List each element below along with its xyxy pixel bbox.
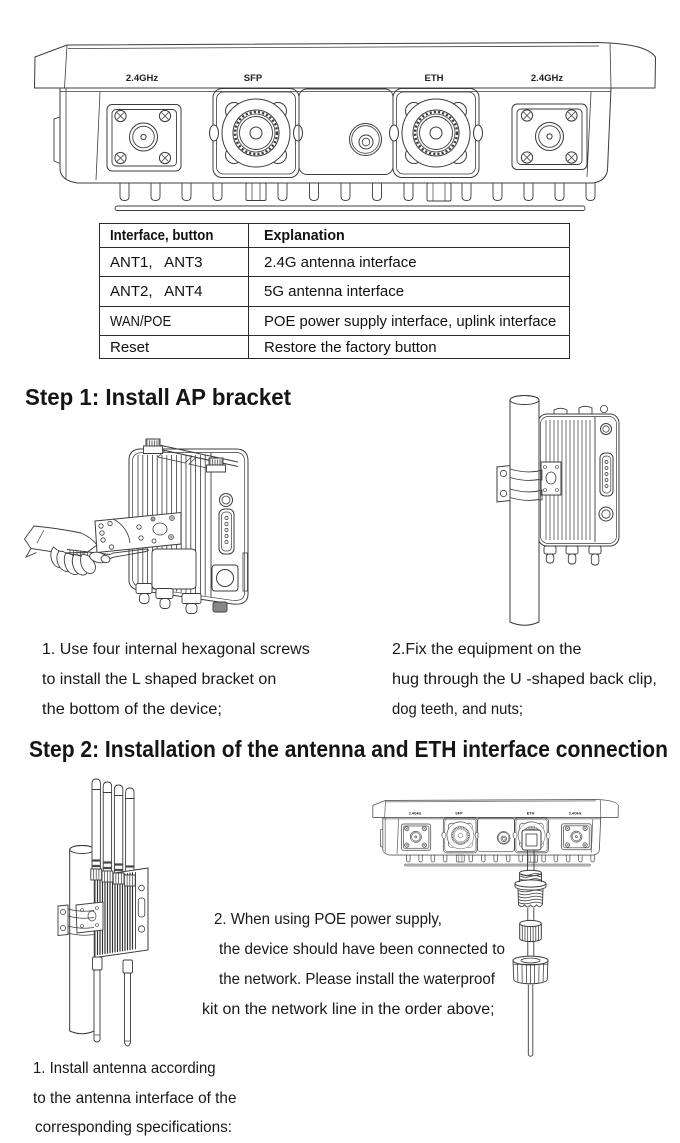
- svg-text:ETH: ETH: [425, 73, 444, 84]
- svg-text:2.4GHz: 2.4GHz: [531, 73, 563, 84]
- svg-text:SFP: SFP: [455, 812, 463, 816]
- svg-text:ETH: ETH: [527, 812, 535, 816]
- svg-text:2.4GHz: 2.4GHz: [569, 812, 582, 816]
- svg-text:SFP: SFP: [244, 73, 263, 84]
- svg-text:2.4GHz: 2.4GHz: [409, 812, 422, 816]
- svg-text:2.4GHz: 2.4GHz: [126, 73, 158, 84]
